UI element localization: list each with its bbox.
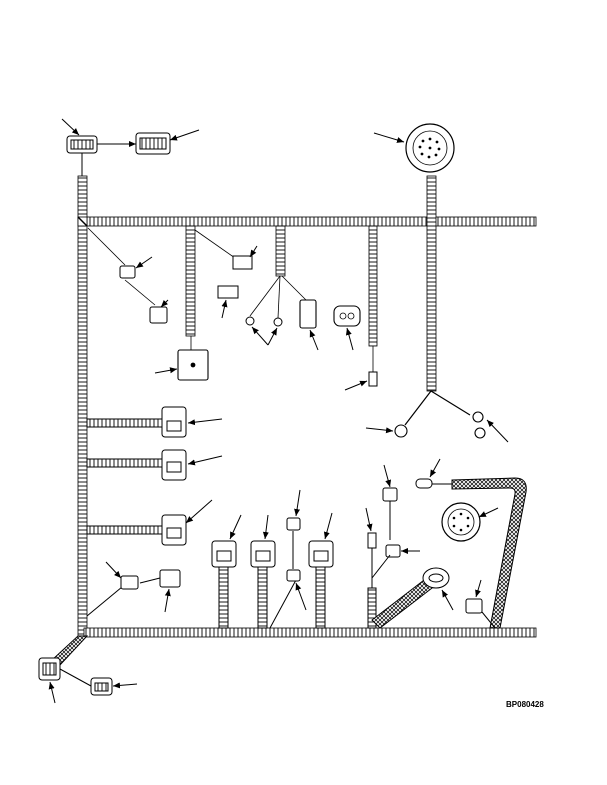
left-side-connectors [86,406,223,617]
ring-terminal-icon [472,411,484,423]
bottom-trunk [83,627,537,638]
circular-connector-icon [441,502,481,542]
ring-terminal-icon [394,424,408,438]
connector-icon [119,265,136,279]
connector-icon [382,487,398,502]
top-left-connector-pair [61,118,200,176]
ring-terminal-icon [474,427,486,439]
connector-icon [333,305,361,327]
connector-icon [415,478,433,489]
fuse-icon [299,299,317,329]
connector-icon [465,598,483,614]
bottom-left-connectors [38,635,138,704]
connector-icon [286,517,301,531]
connector-icon [120,575,139,590]
round-multi-pin-connector [373,123,455,173]
ring-terminal-icon [273,317,283,327]
diode-icon [217,285,239,299]
ring-terminal-icon [245,316,255,326]
connector-icon [385,544,401,558]
top-trunk [79,216,537,227]
left-trunk [77,175,88,637]
connector-icon [159,569,181,588]
main-harness-trunks [77,175,537,638]
right-trunk [426,175,437,392]
bottom-row-connectors [211,458,527,629]
branch-harness-group [87,225,509,443]
connector-icon [149,306,168,324]
connector-icon [286,569,301,582]
connector-icon [232,255,253,270]
figure-reference-code: BP080428 [506,700,544,709]
